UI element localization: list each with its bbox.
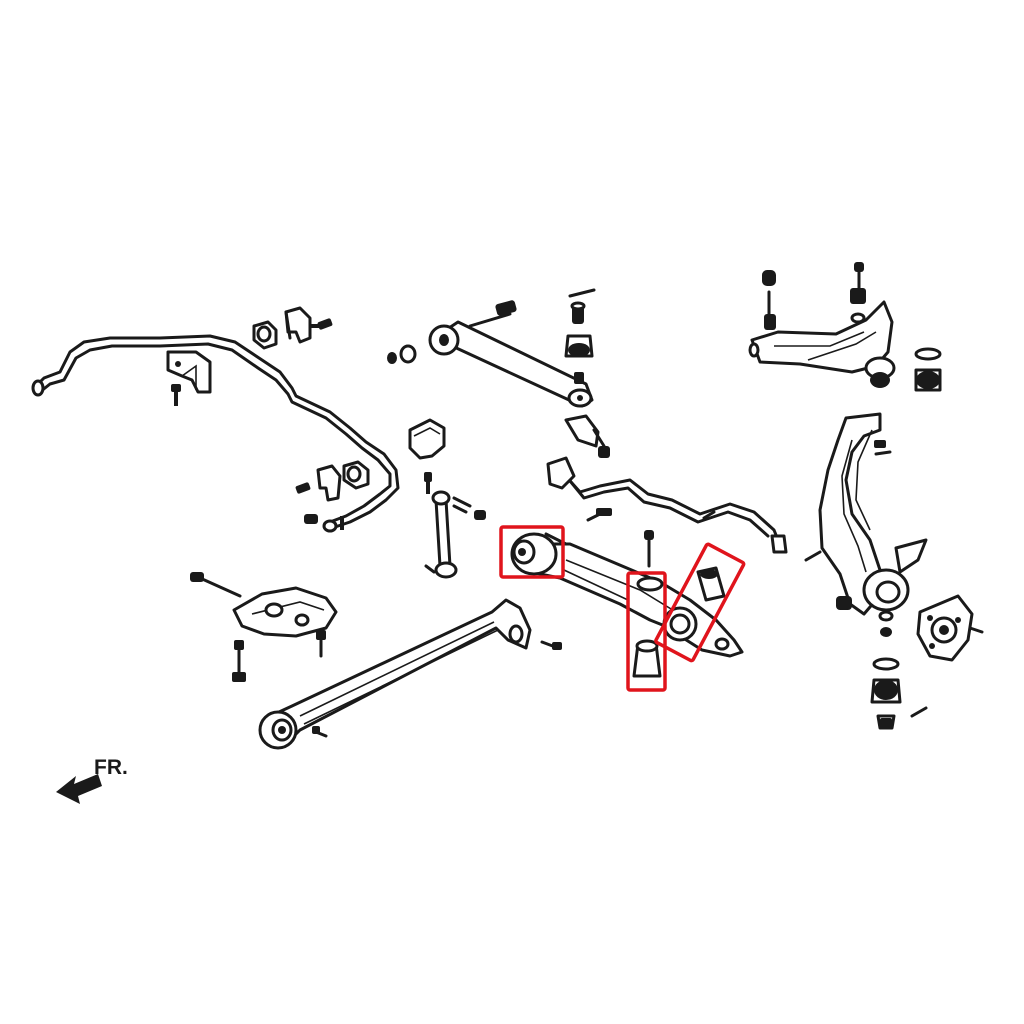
compensator-arm xyxy=(387,300,594,408)
abs-sensor-harness xyxy=(546,414,788,554)
highlight-rear-bushing xyxy=(626,571,667,692)
ball-joint-lower xyxy=(870,657,928,730)
upper-control-arm xyxy=(748,262,942,392)
lower-arm-bushings xyxy=(632,566,726,678)
highlight-front-bushing xyxy=(499,525,565,579)
stabilizer-bar xyxy=(31,334,400,533)
knuckle xyxy=(804,412,928,637)
front-direction-label: FR. xyxy=(94,756,128,779)
stabilizer-bushing-lower xyxy=(295,460,370,530)
highlight-outer-bushing xyxy=(654,542,746,663)
stabilizer-bushing-top xyxy=(252,306,333,350)
ball-joint-boot xyxy=(564,288,596,358)
stabilizer-link xyxy=(408,418,486,579)
stabilizer-bracket-left xyxy=(166,350,212,406)
trailing-arm xyxy=(258,598,562,750)
front-direction-arrow xyxy=(56,774,102,804)
lower-control-arm xyxy=(510,530,744,658)
hub-carrier xyxy=(916,594,984,662)
subframe-mount xyxy=(190,572,338,682)
